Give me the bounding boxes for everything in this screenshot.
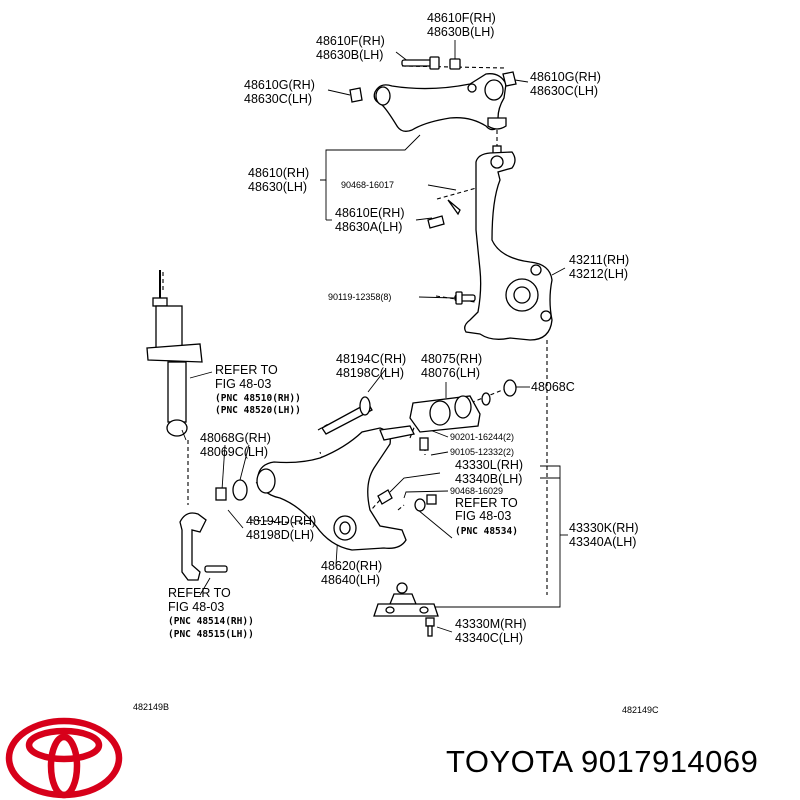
label-refer-shock-2: FIG 48-03 xyxy=(215,377,271,391)
label-48630b-lh-left: 48630B(LH) xyxy=(316,48,383,62)
knuckle-bolt xyxy=(454,291,476,305)
label-refer-shock-1: REFER TO xyxy=(215,363,278,377)
upper-stopper xyxy=(427,199,461,229)
brand-part-number: TOYOTA 9017914069 xyxy=(446,744,758,779)
label-48620-rh: 48620(RH) xyxy=(321,559,382,573)
label-43211-rh: 43211(RH) xyxy=(569,253,629,267)
bolt-bottom xyxy=(425,617,435,637)
label-48068c: 48068C xyxy=(531,380,575,394)
label-pnc-48515: (PNC 48515(LH)) xyxy=(168,629,254,640)
stopper-90468 xyxy=(377,489,393,505)
washer-48068c xyxy=(503,379,517,397)
label-48075-rh: 48075(RH) xyxy=(421,352,482,366)
label-48610f-rh-left: 48610F(RH) xyxy=(316,34,385,48)
label-48198c-lh: 48198C(LH) xyxy=(336,366,404,380)
upper-control-arm xyxy=(373,73,507,132)
label-90105-12332: 90105-12332(2) xyxy=(450,447,514,457)
label-pnc-48510: (PNC 48510(RH)) xyxy=(215,393,301,404)
label-90119-12358: 90119-12358(8) xyxy=(328,292,391,302)
label-refer-mid-2: FIG 48-03 xyxy=(455,509,511,523)
label-48076-lh: 48076(LH) xyxy=(421,366,480,380)
label-48198d-lh: 48198D(LH) xyxy=(246,528,314,542)
lower-ball-joint xyxy=(373,582,439,617)
label-43212-lh: 43212(LH) xyxy=(569,267,628,281)
lower-bushing-bracket xyxy=(409,395,481,433)
label-90201-16244: 90201-16244(2) xyxy=(450,432,514,442)
label-48630c-lh-left: 48630C(LH) xyxy=(244,92,312,106)
label-48610g-rh-right: 48610G(RH) xyxy=(530,70,601,84)
bushing-48194d xyxy=(232,479,248,501)
callout-labels: 48610F(RH) 48630B(LH) 48610F(RH) 48630B(… xyxy=(133,11,659,715)
bushing-upper-left xyxy=(349,87,363,103)
label-48610g-rh-left: 48610G(RH) xyxy=(244,78,315,92)
steering-knuckle xyxy=(464,151,553,341)
label-90468-16017: 90468-16017 xyxy=(341,180,394,190)
bolt-top xyxy=(401,56,440,70)
nut-lower-right xyxy=(426,494,437,505)
label-43330k-rh: 43330K(RH) xyxy=(569,521,638,535)
stabilizer-link xyxy=(179,512,228,581)
label-48630a-lh: 48630A(LH) xyxy=(335,220,402,234)
nut-top xyxy=(449,58,461,70)
label-43340a-lh: 43340A(LH) xyxy=(569,535,636,549)
label-43330m-rh: 43330M(RH) xyxy=(455,617,527,631)
label-pnc-48514: (PNC 48514(RH)) xyxy=(168,616,254,627)
lower-control-arm xyxy=(256,425,415,551)
label-pnc-48520: (PNC 48520(LH)) xyxy=(215,405,301,416)
label-refer-mid-1: REFER TO xyxy=(455,496,518,510)
label-43330l-rh: 43330L(RH) xyxy=(455,458,523,472)
leader-lines xyxy=(189,40,568,633)
washer-right-small xyxy=(481,392,491,406)
label-48610e-rh: 48610E(RH) xyxy=(335,206,404,220)
label-90468-16029: 90468-16029 xyxy=(450,486,503,496)
label-pnc-48534: (PNC 48534) xyxy=(455,526,518,537)
label-43340b-lh: 43340B(LH) xyxy=(455,472,522,486)
label-refer-link-1: REFER TO xyxy=(168,586,231,600)
label-48069c-lh: 48069C(LH) xyxy=(200,445,268,459)
label-48610f-rh: 48610F(RH) xyxy=(427,11,496,25)
label-code-left: 482149B xyxy=(133,702,169,712)
label-48630c-lh-right: 48630C(LH) xyxy=(530,84,598,98)
label-48068g-rh: 48068G(RH) xyxy=(200,431,271,445)
label-48640-lh: 48640(LH) xyxy=(321,573,380,587)
logo-horizontal-ring xyxy=(25,727,103,763)
shock-absorber xyxy=(146,270,203,441)
toyota-logo xyxy=(5,717,123,799)
bushing-upper-right xyxy=(502,71,517,87)
label-43340c-lh: 43340C(LH) xyxy=(455,631,523,645)
logo-vertical-ring xyxy=(47,733,81,799)
label-48630-lh: 48630(LH) xyxy=(248,180,307,194)
label-48194d-rh: 48194D(RH) xyxy=(246,514,316,528)
bolt-48194c xyxy=(321,396,373,435)
label-refer-link-2: FIG 48-03 xyxy=(168,600,224,614)
bushing-48068g xyxy=(215,487,227,501)
label-code-right: 482149C xyxy=(622,705,659,715)
label-48194c-rh: 48194C(RH) xyxy=(336,352,406,366)
washer-lower-right xyxy=(414,498,426,512)
label-48610-rh: 48610(RH) xyxy=(248,166,309,180)
lower-bolt-small xyxy=(419,437,429,451)
label-48630b-lh: 48630B(LH) xyxy=(427,25,494,39)
